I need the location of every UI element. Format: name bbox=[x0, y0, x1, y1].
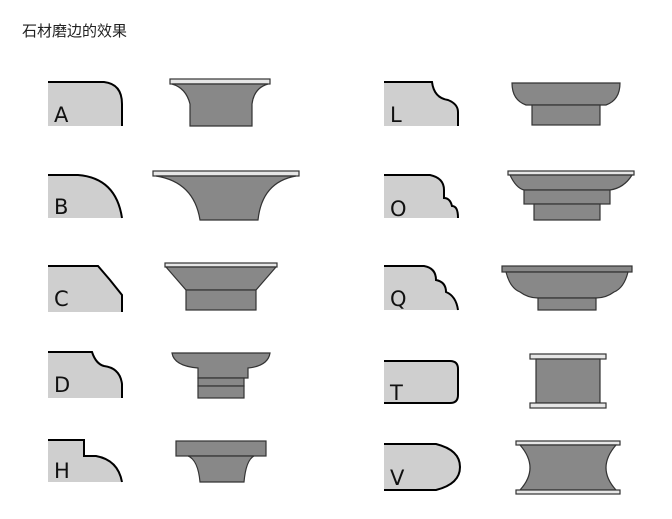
edge-c-profile-icon: C bbox=[48, 265, 123, 312]
edge-a-result-profile bbox=[169, 78, 271, 127]
edge-v-result-profile bbox=[515, 440, 621, 495]
edge-b-result-profile bbox=[152, 170, 300, 221]
edge-t-profile-icon: T bbox=[384, 360, 459, 405]
edge-t-result-profile bbox=[529, 353, 607, 409]
edge-c-result-profile bbox=[164, 262, 278, 311]
edge-v-profile-icon: V bbox=[384, 443, 462, 491]
edge-a-profile-icon: A bbox=[48, 81, 123, 127]
edge-l-profile-icon: L bbox=[384, 81, 459, 127]
edge-letter: O bbox=[390, 197, 407, 221]
edge-o-profile-icon: O bbox=[384, 174, 459, 221]
edge-letter: A bbox=[54, 103, 69, 127]
edge-q-result-profile bbox=[501, 265, 633, 311]
edge-q-profile-icon: Q bbox=[384, 265, 459, 311]
edge-h-result-profile bbox=[175, 440, 267, 483]
edge-l-result-profile bbox=[511, 82, 621, 126]
edge-o-result-profile bbox=[507, 170, 635, 221]
edge-letter: Q bbox=[390, 287, 407, 311]
edge-h-profile-icon: H bbox=[48, 439, 123, 483]
edge-letter: V bbox=[390, 466, 405, 490]
edge-letter: H bbox=[54, 459, 70, 483]
edge-d-result-profile bbox=[171, 352, 271, 399]
edge-letter: B bbox=[54, 195, 68, 219]
edge-letter: T bbox=[389, 381, 403, 405]
edge-b-profile-icon: B bbox=[48, 174, 123, 219]
page-title: 石材磨边的效果 bbox=[22, 22, 128, 40]
edge-d-profile-icon: D bbox=[48, 351, 123, 398]
edge-letter: D bbox=[54, 373, 70, 397]
edge-letter: L bbox=[390, 103, 402, 127]
edge-letter: C bbox=[54, 287, 69, 311]
